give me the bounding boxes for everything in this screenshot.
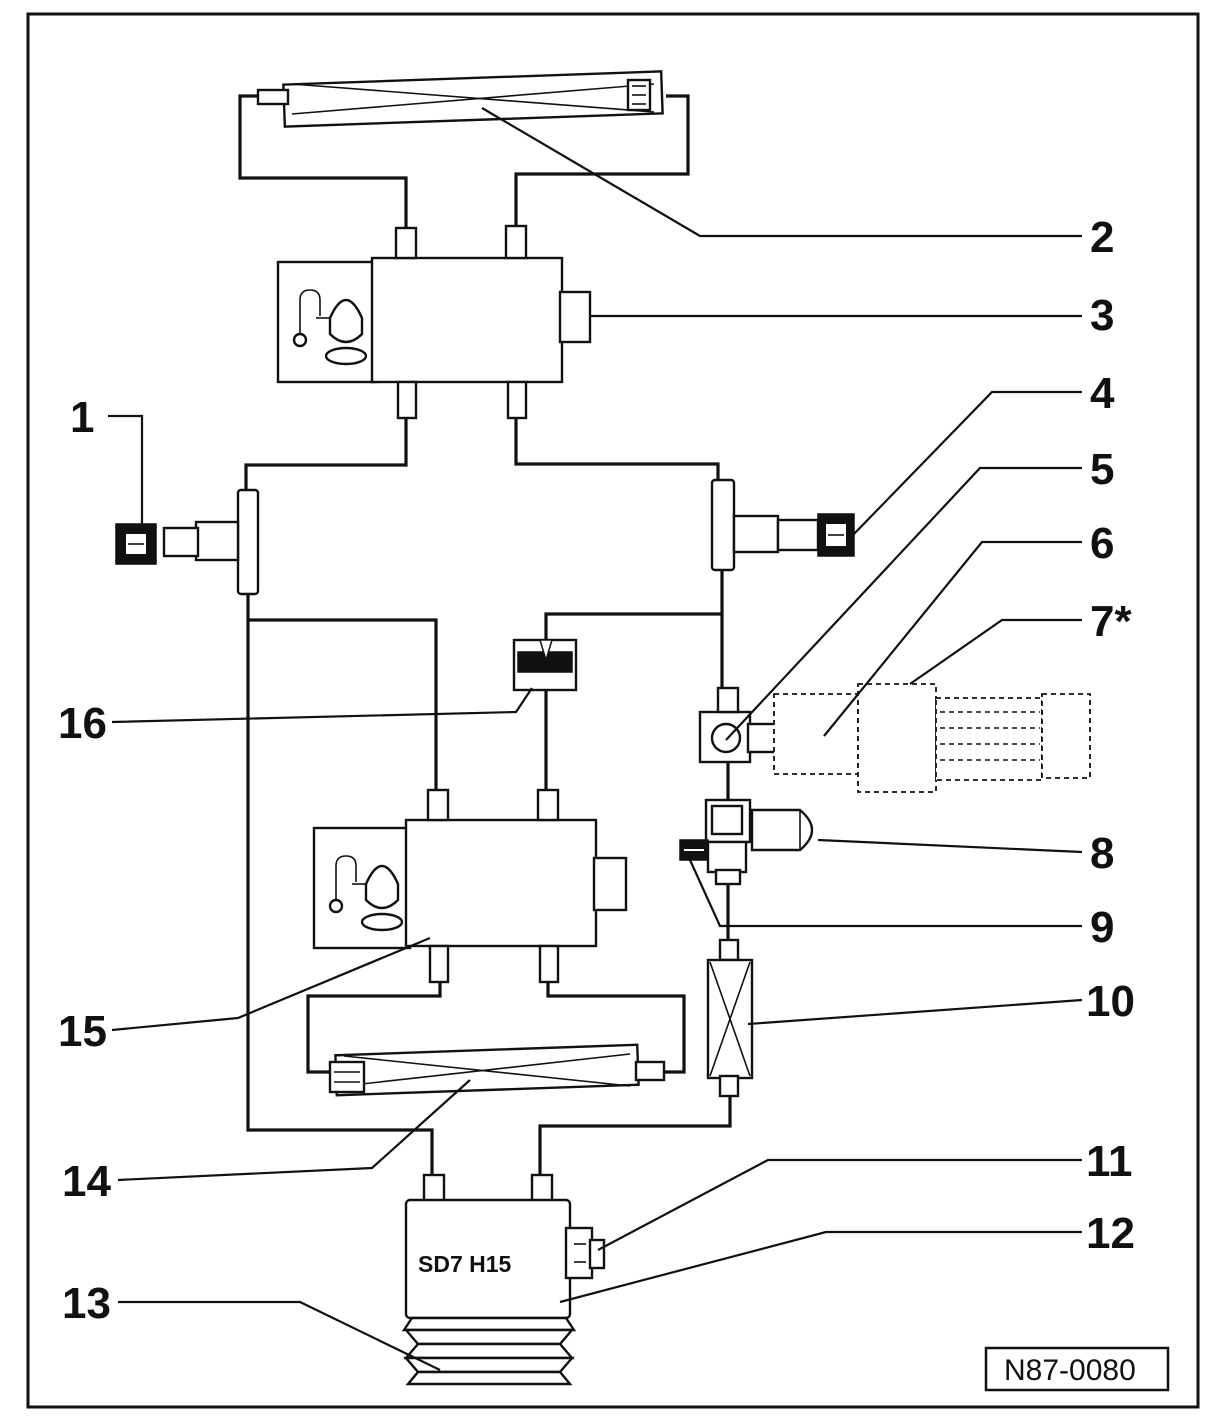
upper-valve-block	[276, 224, 592, 420]
label-3: 3	[1090, 291, 1114, 340]
pressure-switch-assembly	[698, 683, 1091, 793]
label-5: 5	[1090, 445, 1114, 494]
filter	[706, 938, 754, 1098]
label-15: 15	[58, 1007, 107, 1056]
label-10: 10	[1086, 977, 1135, 1026]
compressor: SD7 H15	[401, 1173, 606, 1386]
callout-labels: 1 2 3 4 5 6 7* 8 9 10 11 12 13 14 15 16	[58, 213, 1135, 1328]
figure-reference-text: N87-0080	[1004, 1354, 1136, 1387]
label-14: 14	[62, 1157, 111, 1206]
right-service-valve	[710, 478, 855, 572]
label-4: 4	[1090, 369, 1115, 418]
label-2: 2	[1090, 213, 1114, 262]
label-6: 6	[1090, 519, 1114, 568]
diagram-frame	[26, 12, 1200, 1409]
lower-valve-block	[312, 788, 628, 984]
restrictor	[512, 638, 578, 692]
figure-reference: N87-0080	[984, 1346, 1170, 1392]
upper-evaporator	[256, 70, 664, 128]
label-9: 9	[1090, 903, 1114, 952]
leader-lines	[108, 107, 1083, 1371]
label-16: 16	[58, 699, 107, 748]
label-12: 12	[1086, 1209, 1135, 1258]
label-8: 8	[1090, 829, 1114, 878]
label-13: 13	[62, 1279, 111, 1328]
receiver-drier	[679, 798, 814, 886]
left-service-valve	[115, 488, 260, 596]
refrigerant-lines	[238, 94, 732, 1175]
lower-evaporator	[328, 1043, 666, 1097]
compressor-model-label: SD7 H15	[418, 1251, 512, 1277]
label-1: 1	[70, 393, 94, 442]
label-11: 11	[1086, 1137, 1133, 1186]
label-7: 7*	[1090, 597, 1132, 646]
